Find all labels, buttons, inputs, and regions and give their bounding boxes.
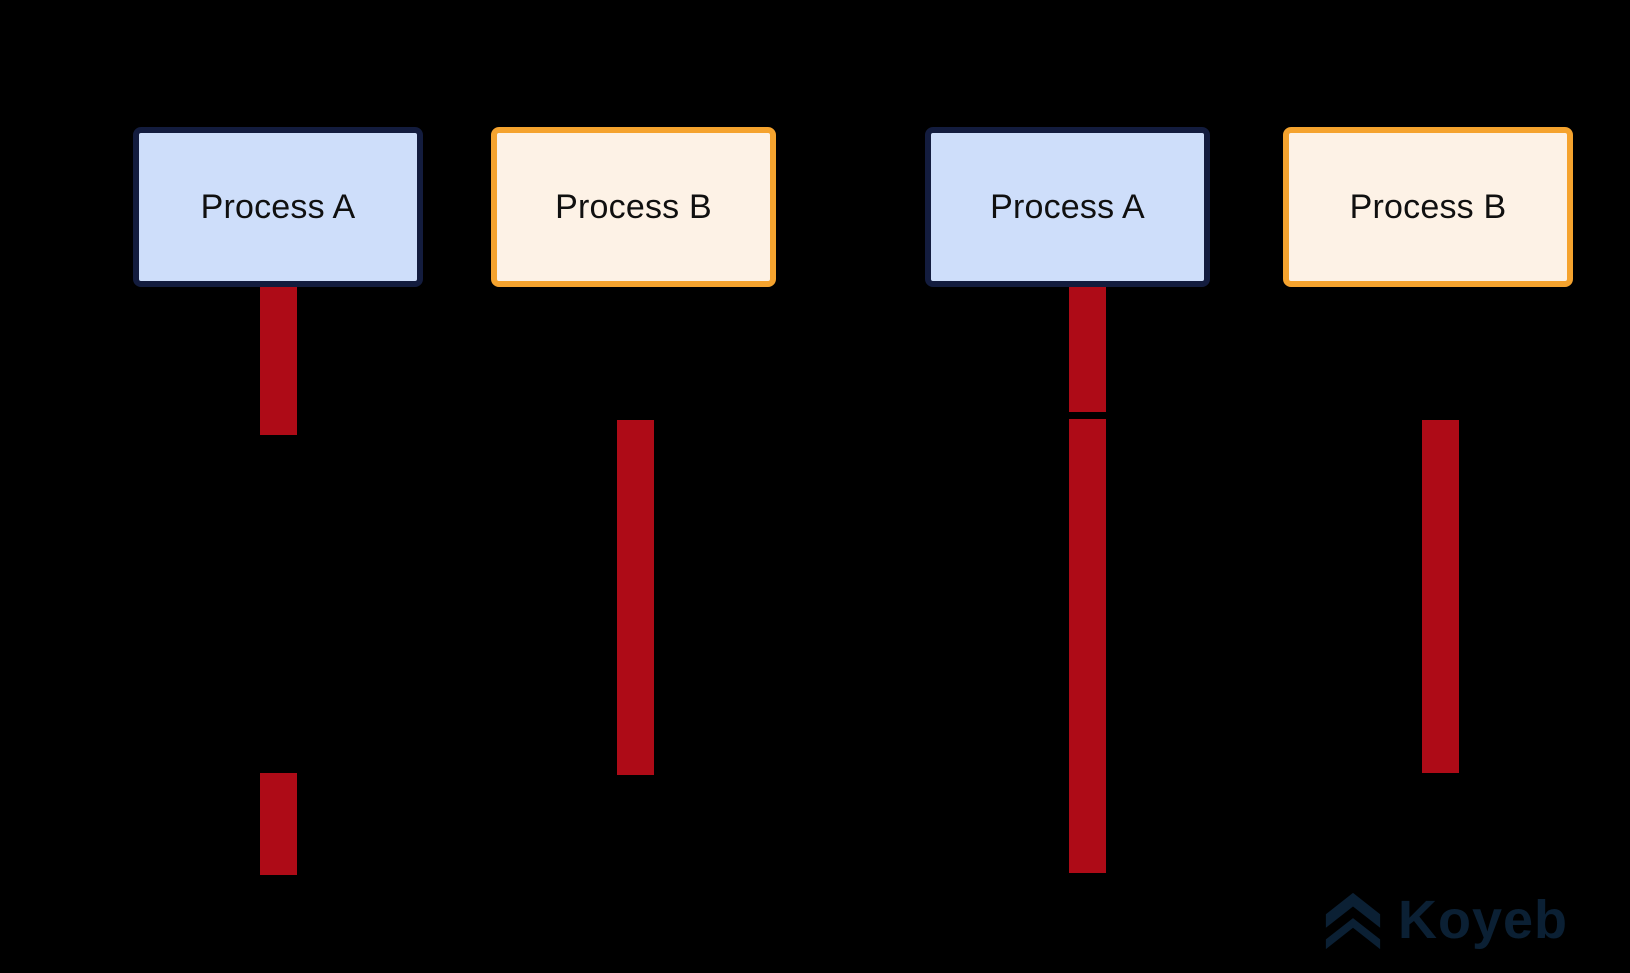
- participant-box-right-process-b[interactable]: Process B: [1283, 127, 1573, 287]
- koyeb-wordmark: Koyeb: [1398, 890, 1569, 950]
- participant-label: Process A: [200, 188, 356, 226]
- participant-label: Process B: [555, 188, 712, 226]
- activation-bar-left-process-a-2: [260, 773, 297, 875]
- activation-break-right-process-a: [1069, 412, 1106, 419]
- activation-bar-right-process-b-1: [1422, 420, 1459, 773]
- participant-box-left-process-b[interactable]: Process B: [491, 127, 776, 287]
- koyeb-logo: Koyeb: [1322, 889, 1568, 951]
- activation-bar-left-process-a-1: [260, 287, 297, 435]
- participant-box-right-process-a[interactable]: Process A: [925, 127, 1210, 287]
- participant-label: Process B: [1349, 188, 1507, 226]
- activation-bar-right-process-a-1: [1069, 287, 1106, 873]
- participant-label: Process A: [990, 188, 1145, 226]
- activation-bar-left-process-b-1: [617, 420, 654, 775]
- koyeb-chevron-icon: [1325, 892, 1381, 950]
- participant-box-left-process-a[interactable]: Process A: [133, 127, 423, 287]
